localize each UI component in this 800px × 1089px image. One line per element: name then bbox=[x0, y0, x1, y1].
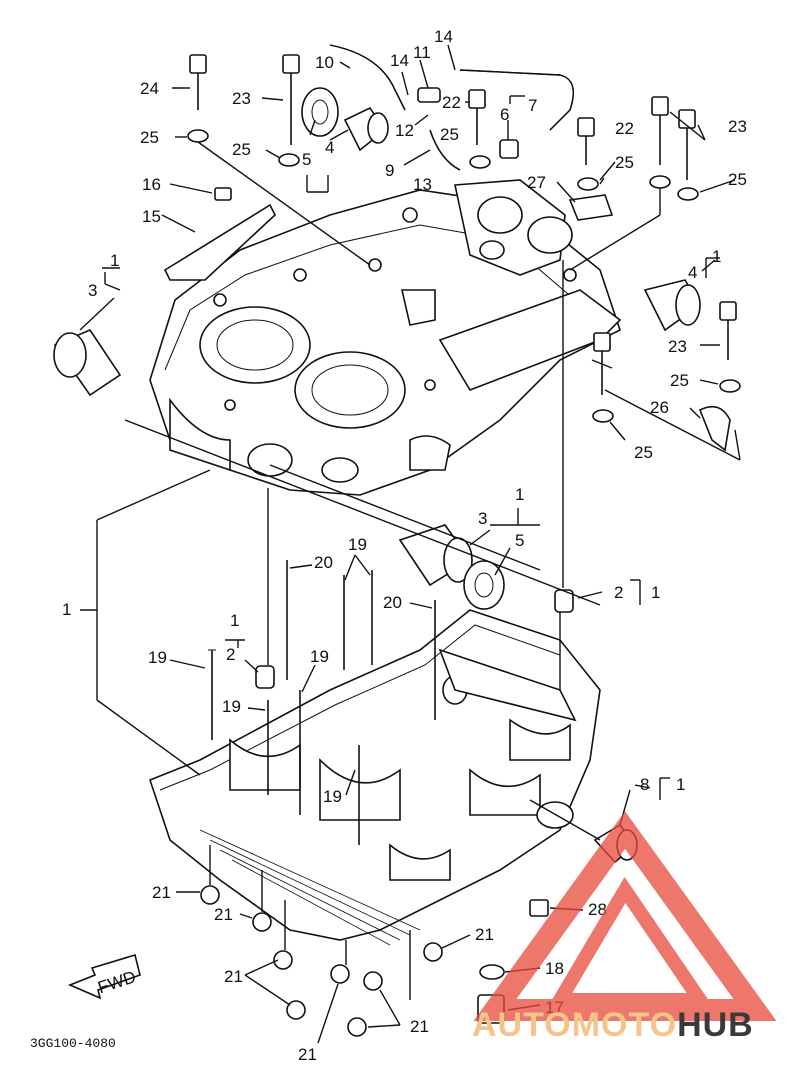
callout-4: 4 bbox=[688, 263, 697, 282]
callout-21: 21 bbox=[410, 1017, 429, 1036]
callout-16: 16 bbox=[142, 175, 161, 194]
callout-19: 19 bbox=[348, 535, 367, 554]
callout-1: 1 bbox=[110, 251, 119, 270]
callout-19: 19 bbox=[310, 647, 329, 666]
lower-crankcase bbox=[149, 609, 601, 946]
callout-21: 21 bbox=[224, 967, 243, 986]
callout-22: 22 bbox=[615, 119, 634, 138]
callout-13: 13 bbox=[413, 175, 432, 194]
callout-15: 15 bbox=[142, 207, 161, 226]
callout-2: 2 bbox=[226, 645, 235, 664]
callout-21: 21 bbox=[152, 883, 171, 902]
callout-3: 3 bbox=[478, 509, 487, 528]
callout-25: 25 bbox=[615, 153, 634, 172]
callout-3: 3 bbox=[88, 281, 97, 300]
callout-20: 20 bbox=[314, 553, 333, 572]
callout-25: 25 bbox=[728, 170, 747, 189]
stud-bolts bbox=[208, 560, 574, 845]
callout-6: 6 bbox=[500, 105, 509, 124]
callout-7: 7 bbox=[528, 96, 537, 115]
callout-14: 14 bbox=[434, 27, 453, 46]
diagram-code: 3GG100-4080 bbox=[30, 1036, 116, 1051]
callout-23: 23 bbox=[728, 117, 747, 136]
callout-18: 18 bbox=[545, 959, 564, 978]
callout-22: 22 bbox=[442, 93, 461, 112]
callout-25: 25 bbox=[634, 443, 653, 462]
callout-9: 9 bbox=[385, 161, 394, 180]
callout-25: 25 bbox=[670, 371, 689, 390]
callout-12: 12 bbox=[395, 121, 414, 140]
callout-11: 11 bbox=[413, 43, 431, 62]
watermark-part-b: HUB bbox=[677, 1006, 754, 1044]
callout-25: 25 bbox=[140, 128, 159, 147]
callout-21: 21 bbox=[298, 1045, 317, 1064]
callout-20: 20 bbox=[383, 593, 402, 612]
upper-crankcase bbox=[149, 179, 622, 496]
callout-10: 10 bbox=[315, 53, 334, 72]
callout-19: 19 bbox=[222, 697, 241, 716]
watermark-part-a: AUTOMOTO bbox=[472, 1006, 677, 1044]
callout-4: 4 bbox=[325, 138, 334, 157]
callout-21: 21 bbox=[475, 925, 494, 944]
callout-2: 2 bbox=[614, 583, 623, 602]
callout-28: 28 bbox=[588, 900, 607, 919]
fwd-arrow: FWD bbox=[67, 953, 141, 1000]
watermark-logo bbox=[473, 811, 777, 1021]
callout-1: 1 bbox=[62, 600, 71, 619]
callout-1: 1 bbox=[230, 611, 239, 630]
callout-25: 25 bbox=[440, 125, 459, 144]
callout-23: 23 bbox=[232, 89, 251, 108]
callout-1: 1 bbox=[515, 485, 524, 504]
callout-8: 8 bbox=[640, 775, 649, 794]
small-parts bbox=[53, 44, 741, 610]
callout-1: 1 bbox=[676, 775, 685, 794]
callout-14: 14 bbox=[390, 51, 409, 70]
watermark-text: AUTOMOTOHUB bbox=[472, 1006, 754, 1044]
callout-19: 19 bbox=[323, 787, 342, 806]
callout-27: 27 bbox=[527, 173, 546, 192]
callout-25: 25 bbox=[232, 140, 251, 159]
callout-1: 1 bbox=[712, 247, 721, 266]
leader-lines bbox=[79, 44, 741, 1044]
callout-1: 1 bbox=[651, 583, 660, 602]
callout-24: 24 bbox=[140, 79, 159, 98]
callout-21: 21 bbox=[214, 905, 233, 924]
callout-23: 23 bbox=[668, 337, 687, 356]
callout-19: 19 bbox=[148, 648, 167, 667]
callout-5: 5 bbox=[515, 531, 524, 550]
callout-5: 5 bbox=[302, 150, 311, 169]
callout-labels: 24 23 25 10 14 11 14 12 9 22 6 7 25 22 2… bbox=[62, 27, 747, 1064]
callout-26: 26 bbox=[650, 398, 669, 417]
